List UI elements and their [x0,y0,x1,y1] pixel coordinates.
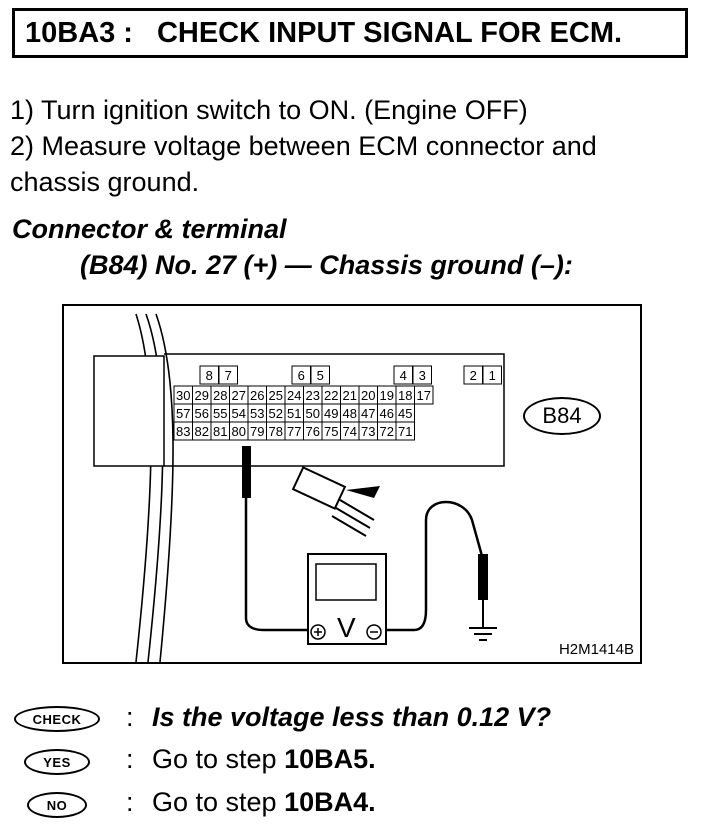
pin-52: 52 [269,406,283,421]
no-badge: NO [27,792,87,818]
pin-55: 55 [213,406,227,421]
pin-19: 19 [380,388,394,403]
yes-colon: : [126,744,134,774]
step-id: 10BA3 [25,16,116,49]
pin-22: 22 [324,388,338,403]
arrow-icon [346,486,380,498]
pin-7: 7 [225,368,232,383]
pin-23: 23 [306,388,320,403]
connector-latch [93,355,165,467]
pin-1: 1 [489,368,496,383]
connector-label: B84 [523,397,601,435]
pin-6: 6 [298,368,305,383]
pin-27: 27 [232,388,246,403]
pin-25: 25 [269,388,283,403]
pin-81: 81 [213,424,227,439]
step-title-box: 10BA3 : CHECK INPUT SIGNAL FOR ECM. [12,8,688,58]
connector-heading: Connector & terminal [12,214,287,244]
pin-71: 71 [398,424,412,439]
connector-spec: (B84) No. 27 (+) — Chassis ground (–): [80,250,573,280]
instruction-step-2-continued: chassis ground. [10,167,200,197]
instruction-step-1: 1) Turn ignition switch to ON. (Engine O… [10,95,528,125]
pin-48: 48 [343,406,357,421]
pin-18: 18 [398,388,412,403]
probe-negative [478,554,488,600]
pin-49: 49 [324,406,338,421]
pin-73: 73 [361,424,375,439]
pin-3-cell [412,365,432,385]
negative-lead [386,500,484,632]
check-colon: : [126,702,134,732]
no-colon: : [126,787,134,817]
step-title: CHECK INPUT SIGNAL FOR ECM. [156,16,623,49]
pin-3: 3 [419,368,426,383]
pin-75: 75 [324,424,338,439]
pin-47: 47 [361,406,375,421]
pin-2: 2 [470,368,477,383]
pin-29: 29 [195,388,209,403]
pin-51: 51 [287,406,301,421]
pin-74: 74 [343,424,357,439]
check-question: Is the voltage less than 0.12 V? [152,702,552,732]
pin-46: 46 [380,406,394,421]
voltmeter-display [315,563,377,601]
figure-code: H2M1414B [558,641,634,658]
pin-80: 80 [232,424,246,439]
pin-79: 79 [250,424,264,439]
title-separator: : [123,16,133,49]
yes-result: Go to step 10BA5. [152,744,376,775]
voltmeter-symbol: V [337,612,356,643]
pin-1-cell [482,365,502,385]
pin-4: 4 [400,368,407,383]
pin-82: 82 [195,424,209,439]
instruction-step-2: 2) Measure voltage between ECM connector… [10,131,597,161]
pin-45: 45 [398,406,412,421]
no-target: 10BA4. [284,787,376,817]
yes-badge: YES [24,749,90,775]
pin-17: 17 [417,388,431,403]
yes-prefix: Go to step [152,744,285,774]
pin-53: 53 [250,406,264,421]
pin-grid: 30 29 28 27 26 25 24 23 22 21 20 19 18 17 57 56 55 54 53 52… [173,385,434,441]
pin-71-cell [395,421,415,441]
pin-78: 78 [269,424,283,439]
no-prefix: Go to step [152,787,285,817]
no-result: Go to step 10BA4. [152,787,376,818]
pin-5: 5 [317,368,324,383]
pin-20: 20 [361,388,375,403]
pin-24: 24 [287,388,301,403]
plug-icon [291,466,375,537]
pin-50: 50 [306,406,320,421]
pin-76: 76 [306,424,320,439]
pin-83: 83 [176,424,190,439]
pin-77: 77 [287,424,301,439]
harness-wire-3 [155,313,174,662]
positive-lead [244,496,308,632]
pin-28: 28 [213,388,227,403]
pin-30: 30 [176,388,190,403]
pin-57: 57 [176,406,190,421]
connector-body [164,353,505,467]
pin-26: 26 [250,388,264,403]
pin-17-cell [414,385,434,405]
pin-72: 72 [380,424,394,439]
probe-positive [242,446,251,498]
pin-54: 54 [232,406,246,421]
yes-target: 10BA5. [284,744,376,774]
ground-icon [469,627,497,641]
pin-21: 21 [343,388,357,403]
pin-7-cell [218,365,238,385]
pin-8: 8 [206,368,213,383]
pin-56: 56 [195,406,209,421]
pin-5-cell [310,365,330,385]
check-badge: CHECK [14,706,100,732]
